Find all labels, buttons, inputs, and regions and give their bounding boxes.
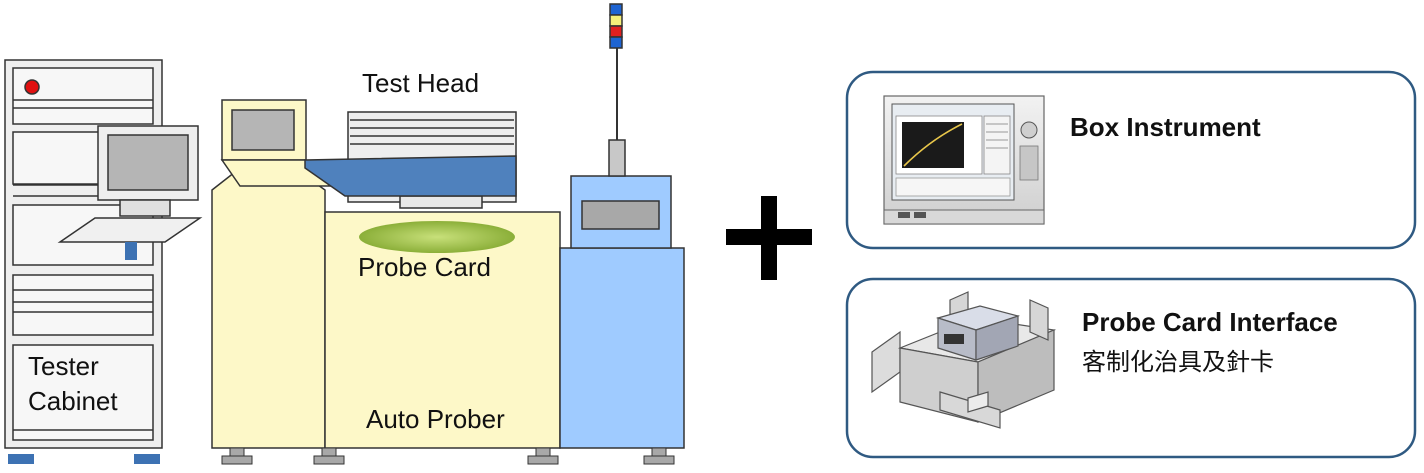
- prober-feet: [221, 447, 675, 465]
- test-head: [304, 111, 517, 209]
- signal-light-yellow: [609, 14, 623, 27]
- cabinet-monitor-icon: [57, 125, 203, 260]
- label-auto-prober: Auto Prober: [366, 404, 505, 434]
- card-title-box-instrument: Box Instrument: [1070, 112, 1261, 142]
- probe-card-icon: [359, 221, 515, 253]
- box-instrument-icon: [883, 95, 1045, 225]
- cabinet-feet: [8, 454, 160, 464]
- label-tester-cabinet-line2: Cabinet: [28, 386, 118, 416]
- auto-prober: [211, 3, 685, 449]
- signal-light-red: [609, 25, 623, 38]
- signal-light-blue-2: [609, 36, 623, 49]
- plus-symbol-icon: [726, 196, 812, 280]
- prober-monitor-icon: [220, 99, 332, 187]
- label-test-head: Test Head: [362, 68, 480, 98]
- label-probe-card: Probe Card: [358, 252, 491, 282]
- label-tester-cabinet-line1: Tester: [28, 351, 99, 381]
- card-title-probe-card-interface: Probe Card Interface: [1082, 307, 1338, 337]
- signal-light-blue: [609, 3, 623, 16]
- indicator-light-icon: [24, 79, 40, 95]
- card-subtitle-probe-card-interface: 客制化治具及針卡: [1082, 348, 1274, 376]
- probe-card-interface-icon: [871, 291, 1057, 429]
